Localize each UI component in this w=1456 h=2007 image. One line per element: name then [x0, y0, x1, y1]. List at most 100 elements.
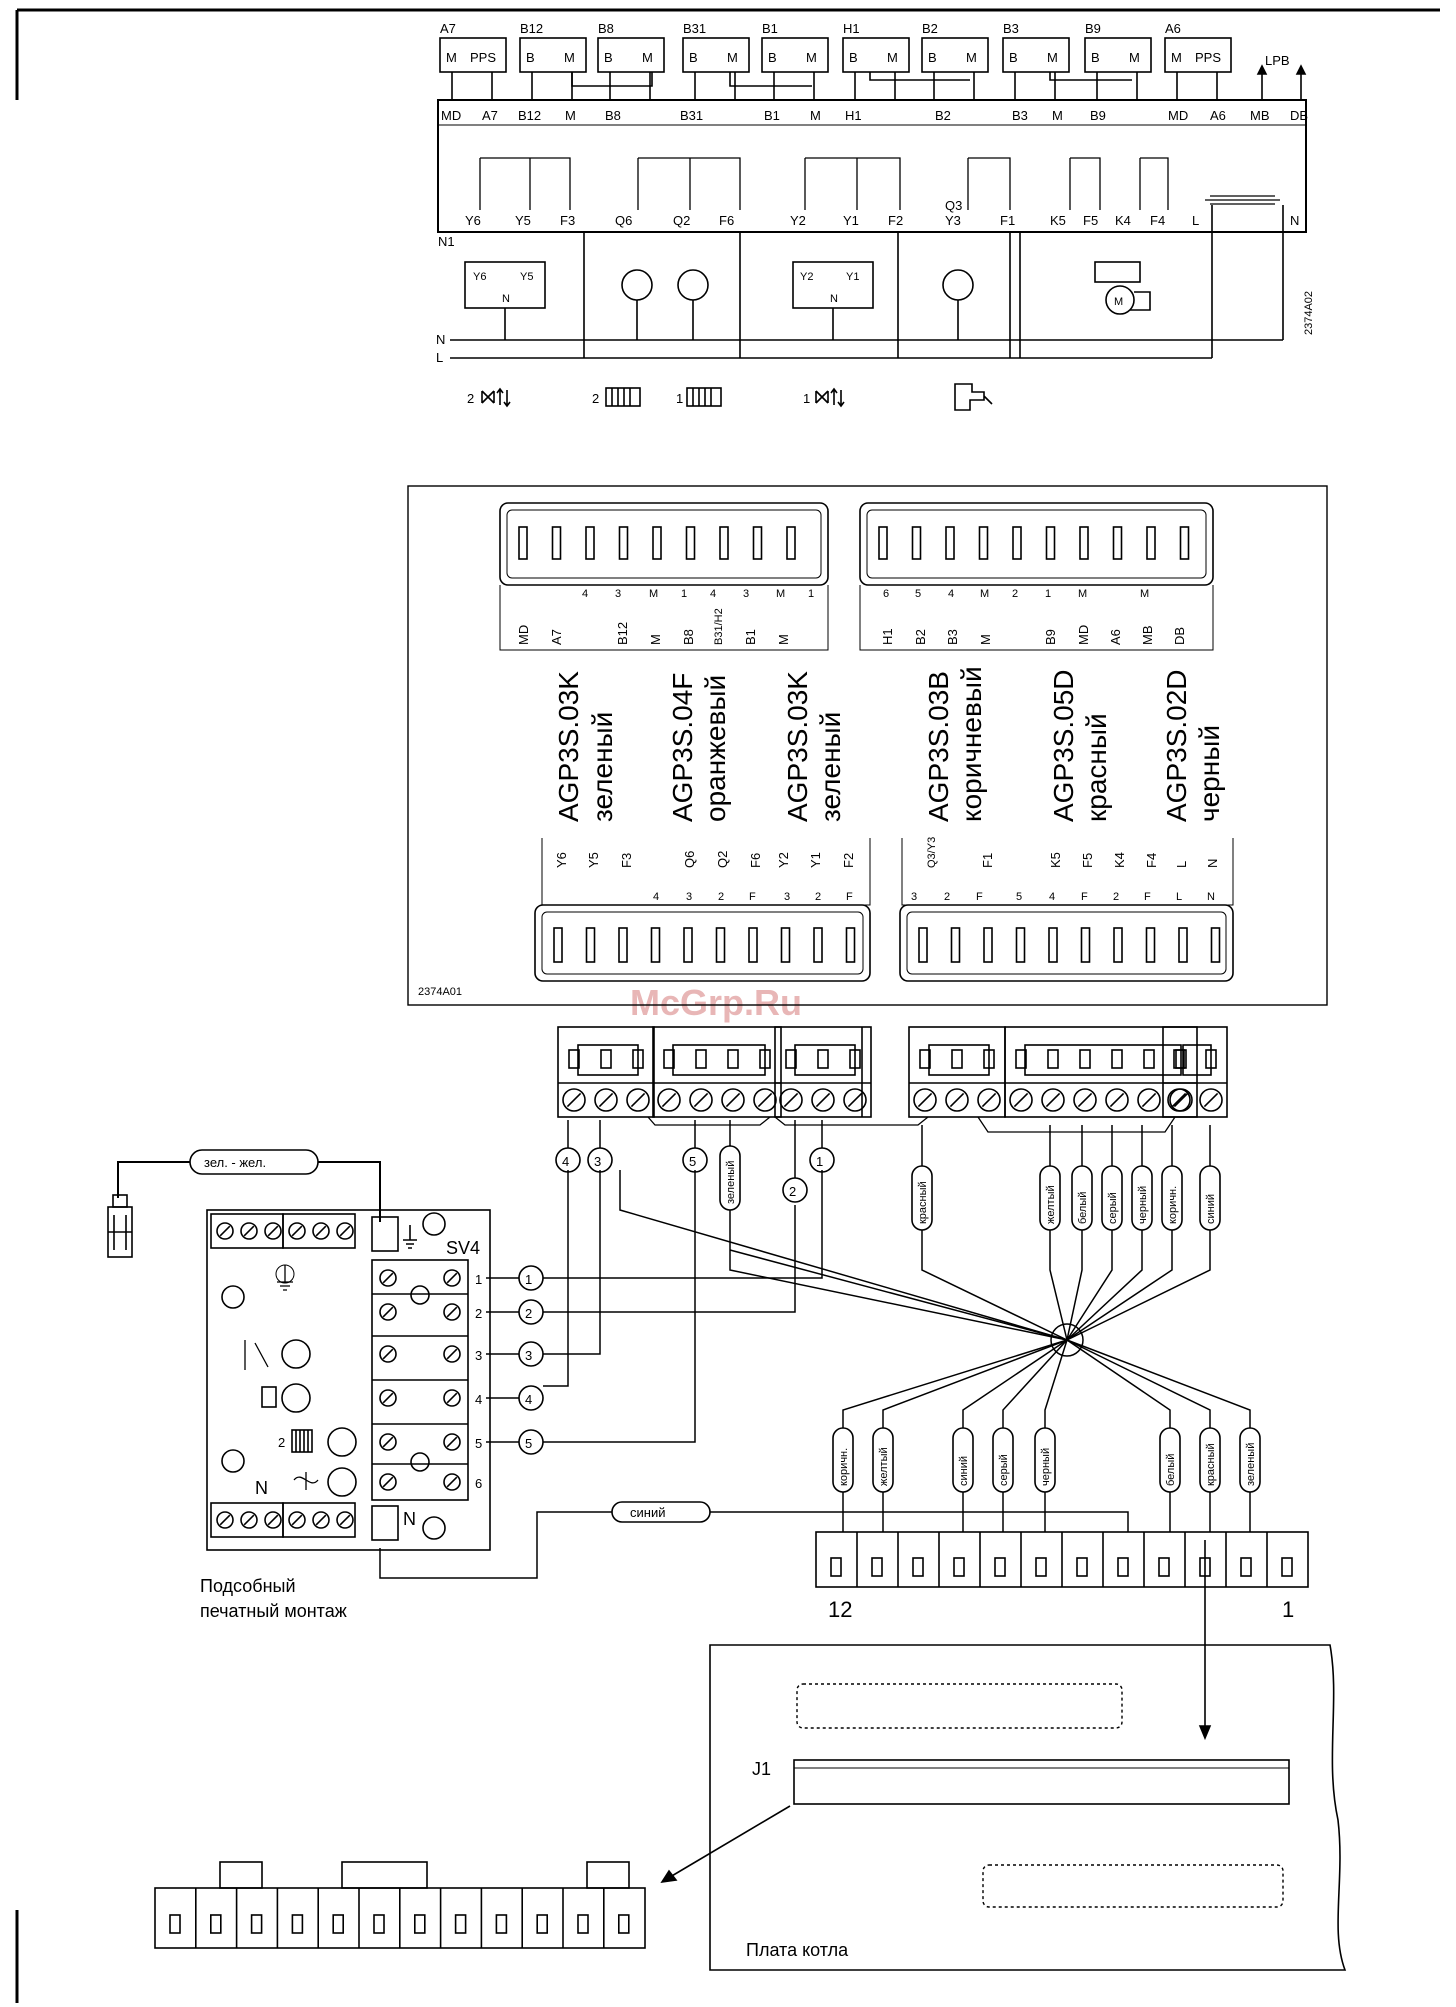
- module-name: A6: [1165, 21, 1181, 36]
- output-terminal: K4: [1115, 213, 1131, 228]
- plug-code: AGP3S.02D: [1161, 669, 1192, 822]
- output-terminal: N: [1290, 213, 1299, 228]
- module-name: A7: [440, 21, 456, 36]
- controller-n1: [437, 99, 1307, 233]
- wire-color-tag: [1131, 1165, 1153, 1231]
- rail-l-label: L: [436, 350, 443, 365]
- module-name: B2: [922, 21, 938, 36]
- sv4-label: SV4: [446, 1238, 480, 1258]
- module-pin: B: [928, 50, 937, 65]
- terminal-label: F6: [748, 853, 763, 868]
- module-pin: B: [689, 50, 698, 65]
- wire-color-tag: [1039, 1165, 1061, 1231]
- svg-text:Y2: Y2: [800, 271, 813, 283]
- aux-board-frame: [206, 1209, 491, 1551]
- output-terminal: Y5: [515, 213, 531, 228]
- terminal-number: 2: [718, 891, 724, 903]
- row-number: 1: [525, 1272, 532, 1287]
- pin-number: 5: [915, 588, 921, 600]
- module-box: [842, 37, 910, 73]
- module-name: B3: [1003, 21, 1019, 36]
- module-name: B12: [520, 21, 543, 36]
- module-pin: B: [1009, 50, 1018, 65]
- wire-color: синий: [1205, 1194, 1217, 1224]
- plug-code: AGP3S.03K: [782, 671, 813, 822]
- pump-icon: [327, 1427, 357, 1457]
- sv4-row-number: 4: [475, 1392, 482, 1407]
- wire-color-tag: [911, 1165, 933, 1231]
- module-name: B9: [1085, 21, 1101, 36]
- pump-icon: [281, 1383, 311, 1413]
- watermark: McGrp.Ru: [630, 982, 802, 1023]
- aux-board-caption-2: печатный монтаж: [200, 1601, 347, 1621]
- bus-terminal: B8: [605, 108, 621, 123]
- wire-color: красный: [917, 1181, 929, 1224]
- bus-terminal: M: [1052, 108, 1063, 123]
- ground-cable-label: [189, 1149, 319, 1175]
- pump-q2: [677, 269, 709, 301]
- pin-number: M: [1140, 588, 1149, 600]
- pin-label: B3: [945, 629, 960, 645]
- pin-label: B2: [913, 629, 928, 645]
- pin-number: 1: [1045, 588, 1051, 600]
- boiler-board-caption: Плата котла: [746, 1940, 849, 1960]
- output-terminal: F1: [1000, 213, 1015, 228]
- wire-color-tag: [952, 1427, 974, 1493]
- svg-text:N: N: [830, 293, 838, 305]
- module-pin: M: [446, 50, 457, 65]
- output-terminal: L: [1192, 213, 1199, 228]
- plug-color: коричневый: [956, 666, 987, 822]
- module-box: [519, 37, 587, 73]
- row-number: 2: [525, 1306, 532, 1321]
- terminal-block: [1004, 1026, 1198, 1118]
- lower-connector-left: [534, 904, 871, 982]
- ground-plug-icon: [107, 1194, 133, 1258]
- output-terminal: F6: [719, 213, 734, 228]
- wire-color-tag: [992, 1427, 1014, 1493]
- wire-number: 5: [689, 1154, 696, 1169]
- svg-text:N: N: [403, 1509, 416, 1529]
- bus-terminal: DB: [1290, 108, 1308, 123]
- wire-color: коричн.: [838, 1448, 850, 1486]
- sv4-row-number: 1: [475, 1272, 482, 1287]
- pin-label: H1: [880, 628, 895, 645]
- module-box: [597, 37, 665, 73]
- module-pin: M: [1047, 50, 1058, 65]
- module-name: B31: [683, 21, 706, 36]
- sv4-row-number: 5: [475, 1436, 482, 1451]
- terminal-number: 4: [653, 891, 659, 903]
- module-pin: B: [1091, 50, 1100, 65]
- svg-text:N: N: [502, 293, 510, 305]
- pin-label: M: [648, 634, 663, 645]
- terminal-number: 2: [1113, 891, 1119, 903]
- plug-code: AGP3S.03B: [923, 671, 954, 822]
- bus-terminal: A7: [482, 108, 498, 123]
- pin-label: B31/H2: [713, 608, 725, 645]
- wire-color: серый: [1107, 1192, 1119, 1224]
- terminal-label: Q3/Y3: [926, 837, 938, 868]
- module-box: [439, 37, 507, 73]
- terminal-label: Y5: [586, 852, 601, 868]
- row-number: 3: [525, 1348, 532, 1363]
- output-terminal: F2: [888, 213, 903, 228]
- pump-icon: [281, 1339, 311, 1369]
- module-name: H1: [843, 21, 860, 36]
- module-pin: M: [564, 50, 575, 65]
- upper-connector-right: [859, 502, 1214, 586]
- terminal-label: F3: [619, 853, 634, 868]
- sv4-row-number: 3: [475, 1348, 482, 1363]
- pin-label: M: [776, 634, 791, 645]
- module-pin: B: [604, 50, 613, 65]
- wire-color-tag: [1161, 1165, 1183, 1231]
- svg-text:1: 1: [676, 391, 683, 406]
- terminal-label: K4: [1112, 852, 1127, 868]
- svg-text:Y5: Y5: [520, 271, 533, 283]
- svg-text:1: 1: [803, 391, 810, 406]
- pin-number: M: [776, 588, 785, 600]
- blue-wire-label: [611, 1501, 711, 1523]
